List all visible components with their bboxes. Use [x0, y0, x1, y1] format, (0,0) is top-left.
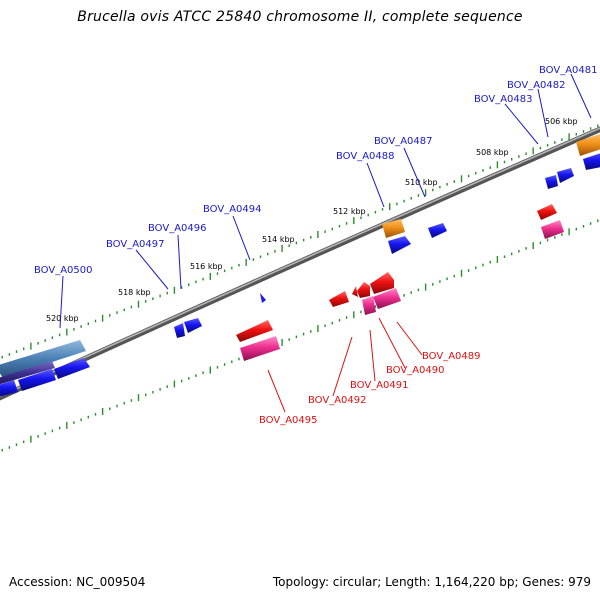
scale-ticks-outer	[1, 124, 599, 359]
chromosome-backbone	[0, 126, 600, 401]
cds-feature[interactable]	[329, 291, 349, 307]
cds-feature[interactable]	[388, 236, 411, 254]
gene-label[interactable]: BOV_A0492	[308, 395, 367, 406]
gene-label[interactable]: BOV_A0496	[148, 223, 207, 234]
cds-feature[interactable]	[583, 152, 600, 170]
edge-features[interactable]	[0, 340, 90, 397]
gene-label[interactable]: BOV_A0491	[350, 380, 409, 391]
cds-feature[interactable]	[54, 358, 90, 379]
reverse-label-lines	[267, 317, 423, 413]
reverse-features[interactable]	[236, 204, 564, 361]
gene-label[interactable]: BOV_A0488	[336, 151, 395, 162]
cds-feature[interactable]	[0, 380, 18, 397]
gene-label[interactable]: BOV_A0481	[539, 65, 598, 76]
forward-gene-labels: BOV_A0481 BOV_A0482 BOV_A0483 BOV_A0487 …	[34, 65, 598, 276]
rna-feature[interactable]	[0, 361, 55, 385]
gene-label[interactable]: BOV_A0489	[422, 351, 481, 362]
cds-feature[interactable]	[352, 286, 358, 297]
cds-feature[interactable]	[545, 175, 558, 189]
reverse-gene-labels: BOV_A0489 BOV_A0490 BOV_A0491 BOV_A0492 …	[259, 351, 481, 426]
rna-feature[interactable]	[240, 336, 280, 361]
gene-label[interactable]: BOV_A0482	[507, 80, 566, 91]
cds-feature[interactable]	[18, 369, 56, 391]
scale-label: 520 kbp	[46, 314, 79, 323]
scale-label: 514 kbp	[262, 235, 295, 244]
scale-label: 512 kbp	[333, 207, 366, 216]
forward-label-lines	[59, 73, 592, 329]
gene-label[interactable]: BOV_A0483	[474, 94, 533, 105]
rna-feature[interactable]	[541, 220, 564, 239]
cds-feature[interactable]	[184, 318, 202, 333]
rna-feature[interactable]	[0, 340, 86, 378]
gene-label[interactable]: BOV_A0494	[203, 204, 262, 215]
scale-label: 516 kbp	[190, 262, 223, 271]
gene-label[interactable]: BOV_A0487	[374, 136, 433, 147]
cds-feature[interactable]	[236, 320, 273, 342]
genome-summary: Topology: circular; Length: 1,164,220 bp…	[272, 575, 591, 589]
gene-label[interactable]: BOV_A0500	[34, 265, 93, 276]
cds-feature[interactable]	[370, 272, 394, 294]
map-title: Brucella ovis ATCC 25840 chromosome II, …	[77, 9, 523, 25]
rna-feature[interactable]	[382, 219, 405, 238]
forward-features[interactable]	[174, 134, 600, 338]
scale-labels: 506 kbp 508 kbp 510 kbp 512 kbp 514 kbp …	[46, 117, 578, 323]
cds-feature[interactable]	[260, 293, 266, 303]
scale-label: 508 kbp	[476, 148, 509, 157]
gene-label[interactable]: BOV_A0497	[106, 239, 165, 250]
scale-label: 506 kbp	[545, 117, 578, 126]
cds-feature[interactable]	[557, 168, 574, 183]
scale-label: 518 kbp	[118, 288, 151, 297]
cds-feature[interactable]	[357, 282, 370, 298]
rna-feature[interactable]	[373, 288, 401, 309]
scale-label: 510 kbp	[405, 178, 438, 187]
cds-feature[interactable]	[174, 323, 185, 338]
gene-label[interactable]: BOV_A0495	[259, 415, 318, 426]
rna-feature[interactable]	[576, 134, 600, 156]
rna-feature[interactable]	[362, 296, 376, 315]
cds-feature[interactable]	[537, 204, 557, 220]
gene-label[interactable]: BOV_A0490	[386, 365, 445, 376]
accession-label: Accession: NC_009504	[9, 575, 146, 589]
cds-feature[interactable]	[428, 223, 447, 238]
